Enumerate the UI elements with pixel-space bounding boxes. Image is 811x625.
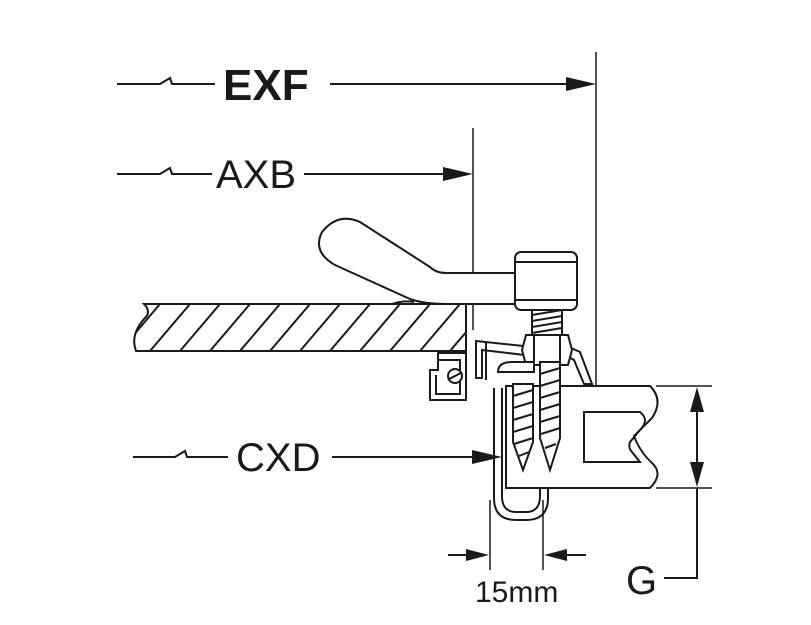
cxd-arrowhead-icon [472, 450, 502, 464]
g-label: G [626, 559, 657, 603]
exf-label: EXF [223, 61, 309, 110]
work-surface-panel [133, 303, 467, 352]
axb-leader-line [117, 166, 212, 175]
g-arrowhead-up-icon [690, 387, 704, 412]
lever-handle [318, 217, 521, 305]
g-leader-line [664, 488, 698, 579]
cxd-label: CXD [236, 436, 320, 480]
edge-clip [429, 352, 467, 401]
hex-nut-icon [520, 334, 574, 366]
threaded-rod [520, 309, 574, 366]
axb-dimension: AXB [117, 153, 473, 197]
gap-dimension: 15mm [448, 500, 586, 609]
g-dimension: G [626, 385, 712, 603]
wood-screws [512, 361, 561, 474]
gap-label: 15mm [475, 576, 558, 609]
exf-leader-line [117, 76, 215, 85]
mounting-clip [493, 361, 549, 521]
exf-arrowhead-icon [566, 77, 596, 91]
knob-housing [514, 251, 578, 311]
axb-label: AXB [216, 153, 296, 197]
g-arrowhead-down-icon [690, 462, 704, 487]
exf-dimension: EXF [117, 61, 596, 110]
gap-arrowhead-right-icon [466, 549, 489, 561]
axb-arrowhead-icon [443, 167, 473, 181]
gap-arrowhead-left-icon [544, 549, 567, 561]
cxd-dimension: CXD [133, 436, 502, 480]
cxd-leader-line [133, 449, 228, 458]
screw-right-icon [539, 361, 561, 474]
